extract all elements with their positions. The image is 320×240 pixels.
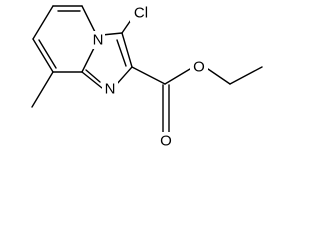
bond-carboxyl-ester-o (164, 68, 191, 85)
bond-n1-c8a-double-inner (85, 69, 101, 83)
bond-c4-c3 (32, 38, 54, 73)
bond-n-c2 (81, 45, 96, 73)
ester-oxygen-label: O (193, 59, 205, 76)
bond-c2prime-carboxyl (131, 66, 166, 85)
structure-canvas: Cl N N O O (31, 4, 263, 150)
bond-ester-o-ch2 (207, 68, 231, 85)
bond-c6-n (81, 5, 96, 33)
bond-c4-c3-double-inner (38, 39, 57, 69)
bond-c3prime-c2prime-double-inner (116, 39, 127, 67)
carbonyl-oxygen-label-bg (157, 132, 175, 150)
bond-c8-methyl (31, 71, 54, 108)
ring-nitrogen-label-bg (102, 80, 118, 98)
bond-n-c3prime (101, 32, 123, 36)
bond-n1-c8a (81, 71, 103, 89)
bond-ch2-ch3 (229, 66, 263, 85)
chemical-structure-diagram: Cl N N O O (31, 4, 263, 150)
bond-c5-c4 (32, 5, 54, 40)
bridgehead-nitrogen-label-bg (91, 31, 105, 49)
ring-nitrogen-label: N (105, 81, 116, 98)
chlorine-label-bg (130, 4, 152, 22)
chlorine-label: Cl (134, 5, 148, 22)
ester-oxygen-label-bg (190, 58, 208, 76)
bond-c3prime-c2prime (121, 32, 133, 68)
bond-c2prime-n1 (115, 66, 133, 86)
bridgehead-nitrogen-label: N (93, 32, 104, 49)
carbonyl-oxygen-label: O (160, 133, 172, 150)
